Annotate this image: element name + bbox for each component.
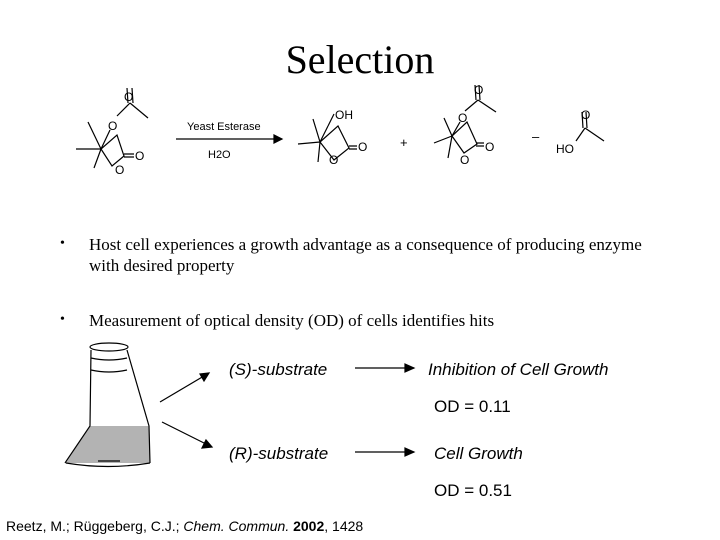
bullet-text: Measurement of optical density (OD) of c… bbox=[89, 311, 495, 330]
r-od-value: OD = 0.51 bbox=[434, 481, 512, 500]
reaction-scheme: O O O O Yeast Esterase H2O OH O O + bbox=[76, 83, 605, 177]
atom-o-label: O bbox=[135, 149, 144, 163]
s-outcome-label: Inhibition of Cell Growth bbox=[428, 360, 609, 379]
minus-sign: – bbox=[532, 129, 540, 144]
atom-o-label: O bbox=[108, 119, 117, 133]
s-substrate-label: (S)-substrate bbox=[229, 360, 328, 379]
reaction-arrow: Yeast Esterase H2O bbox=[176, 121, 284, 161]
citation-journal: Chem. Commun. bbox=[183, 518, 290, 534]
hydroxyl-label: OH bbox=[335, 108, 353, 122]
r-outcome-label: Cell Growth bbox=[434, 444, 523, 463]
substrate-molecule: O O O O bbox=[76, 87, 149, 177]
result-arrows bbox=[355, 363, 416, 457]
atom-o-label: O bbox=[115, 163, 124, 177]
slide-title: Selection bbox=[285, 37, 435, 82]
reagent-label: Yeast Esterase bbox=[187, 121, 261, 133]
culture-liquid bbox=[66, 426, 150, 463]
citation-year: 2002 bbox=[293, 518, 325, 534]
citation: Reetz, M.; Rüggeberg, C.J.; Chem. Commun… bbox=[6, 518, 363, 534]
atom-o-label: O bbox=[358, 140, 367, 154]
s-od-value: OD = 0.11 bbox=[434, 397, 511, 416]
atom-o-label: O bbox=[458, 111, 467, 125]
branch-arrows bbox=[159, 372, 214, 449]
bullet-marker: • bbox=[60, 236, 65, 251]
atom-o-label: O bbox=[124, 90, 133, 104]
flask-diagram bbox=[64, 342, 416, 468]
citation-authors: Reetz, M.; Rüggeberg, C.J.; bbox=[6, 518, 184, 534]
product-alcohol-molecule: OH O O bbox=[297, 108, 367, 167]
bullet-marker: • bbox=[60, 312, 65, 327]
water-label: H2O bbox=[208, 149, 231, 161]
atom-o-label: O bbox=[474, 83, 483, 97]
atom-o-label: O bbox=[460, 153, 469, 167]
atom-o-label: O bbox=[581, 108, 590, 122]
r-substrate-label: (R)-substrate bbox=[229, 444, 329, 463]
plus-sign: + bbox=[400, 135, 408, 150]
bullet-text: Host cell experiences a growth advantage… bbox=[89, 235, 642, 275]
acetic-acid-molecule: O HO bbox=[556, 108, 605, 156]
hydroxyl-label: HO bbox=[556, 142, 574, 156]
atom-o-label: O bbox=[485, 140, 494, 154]
citation-pages: , 1428 bbox=[324, 518, 364, 534]
atom-o-label: O bbox=[329, 153, 338, 167]
unreacted-ester-molecule: O O O O bbox=[433, 83, 497, 167]
culture-flask bbox=[64, 342, 151, 468]
